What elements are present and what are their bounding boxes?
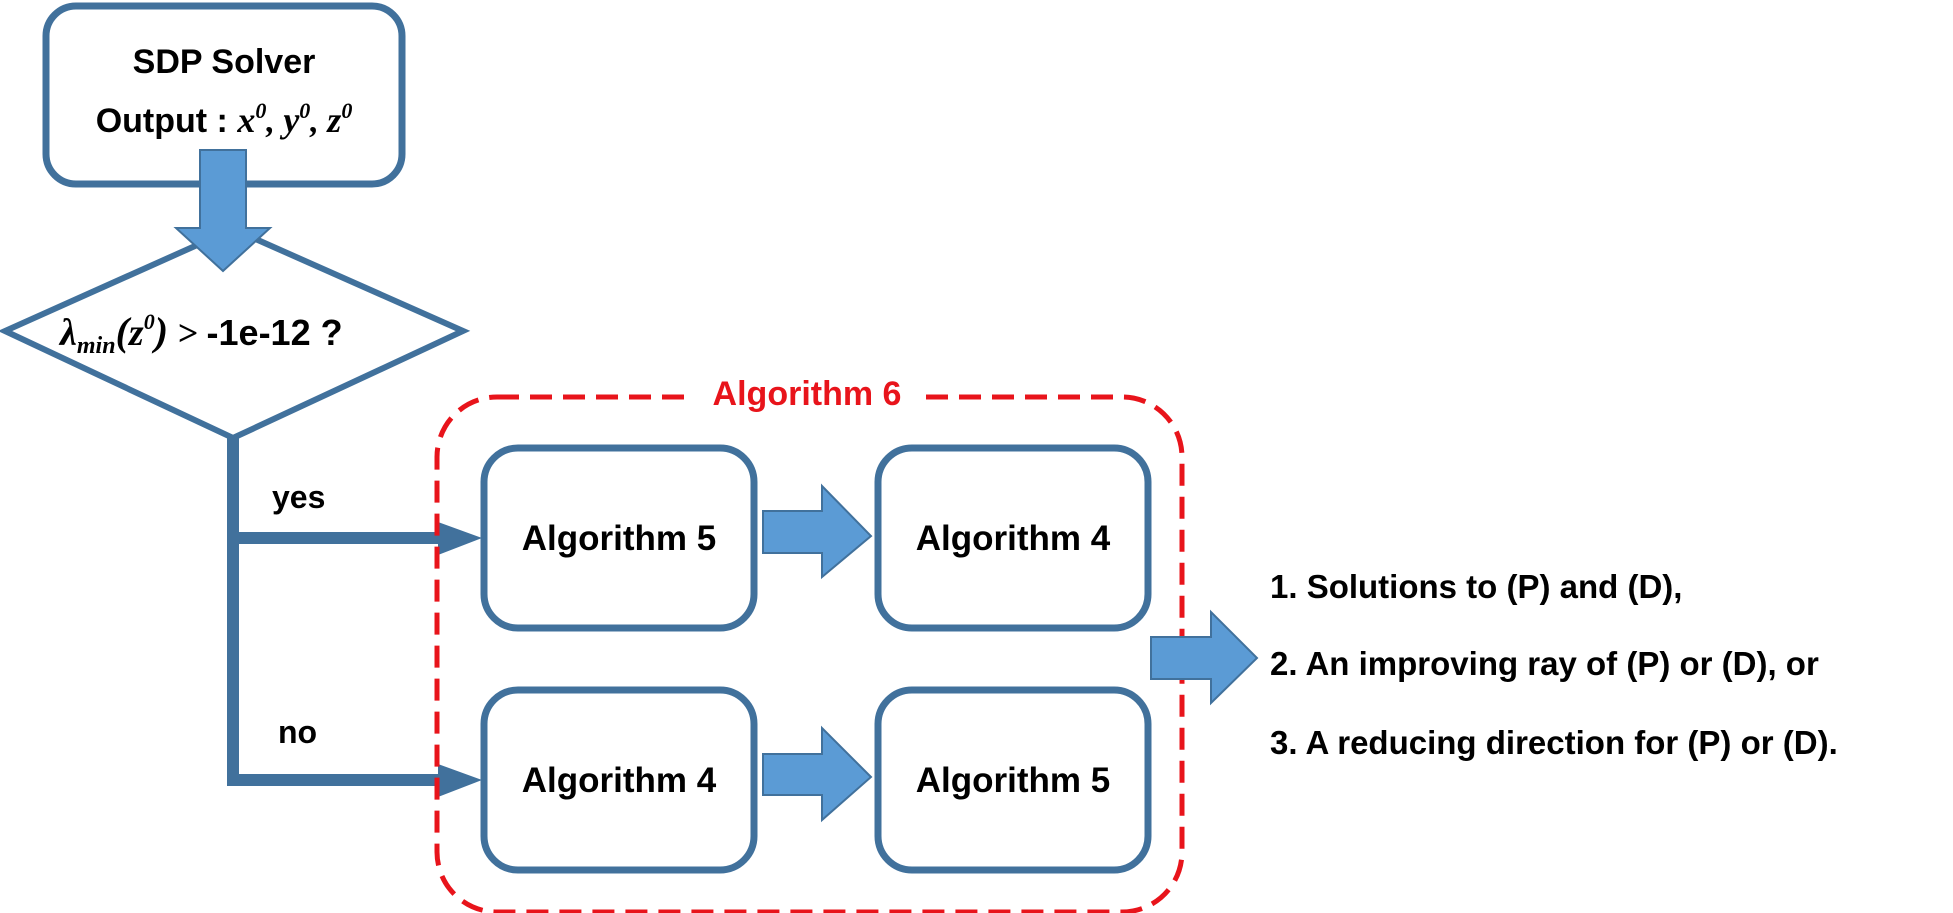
output-arrow	[1150, 609, 1259, 706]
algorithm-box-bottom-left-label: Algorithm 4	[522, 761, 717, 800]
algorithm-6-title-gap	[690, 375, 925, 419]
algorithm-box-top-left	[480, 444, 758, 632]
solver-to-decision-arrow	[173, 149, 273, 273]
algorithm-box-bottom-right-label: Algorithm 5	[916, 761, 1110, 800]
algorithm-box-top-right	[874, 444, 1152, 632]
yes-label: yes	[272, 479, 325, 515]
algorithm-box-top-right-label: Algorithm 4	[916, 519, 1111, 558]
no-label: no	[278, 714, 317, 750]
sdp-solver-title: SDP Solver	[133, 43, 316, 81]
no-branch-arrowhead	[438, 764, 482, 797]
yes-branch-arrowhead	[438, 522, 482, 555]
bottom-row-arrow	[762, 725, 873, 823]
sdp-solver-output: Output : x0, y0, z0	[96, 98, 353, 140]
branch-connector	[227, 438, 445, 786]
top-row-arrow	[762, 483, 873, 580]
decision-condition: λmin(z0) > -1e-12 ?	[58, 309, 343, 359]
algorithm-6-title: Algorithm 6	[713, 375, 902, 413]
outcome-1: 1. Solutions to (P) and (D),	[1270, 568, 1682, 605]
algorithm-box-bottom-left	[480, 686, 758, 874]
outcome-3: 3. A reducing direction for (P) or (D).	[1270, 724, 1838, 761]
outcome-2: 2. An improving ray of (P) or (D), or	[1270, 645, 1819, 682]
algorithm-box-top-left-label: Algorithm 5	[522, 519, 716, 558]
algorithm-box-bottom-right	[874, 686, 1152, 874]
